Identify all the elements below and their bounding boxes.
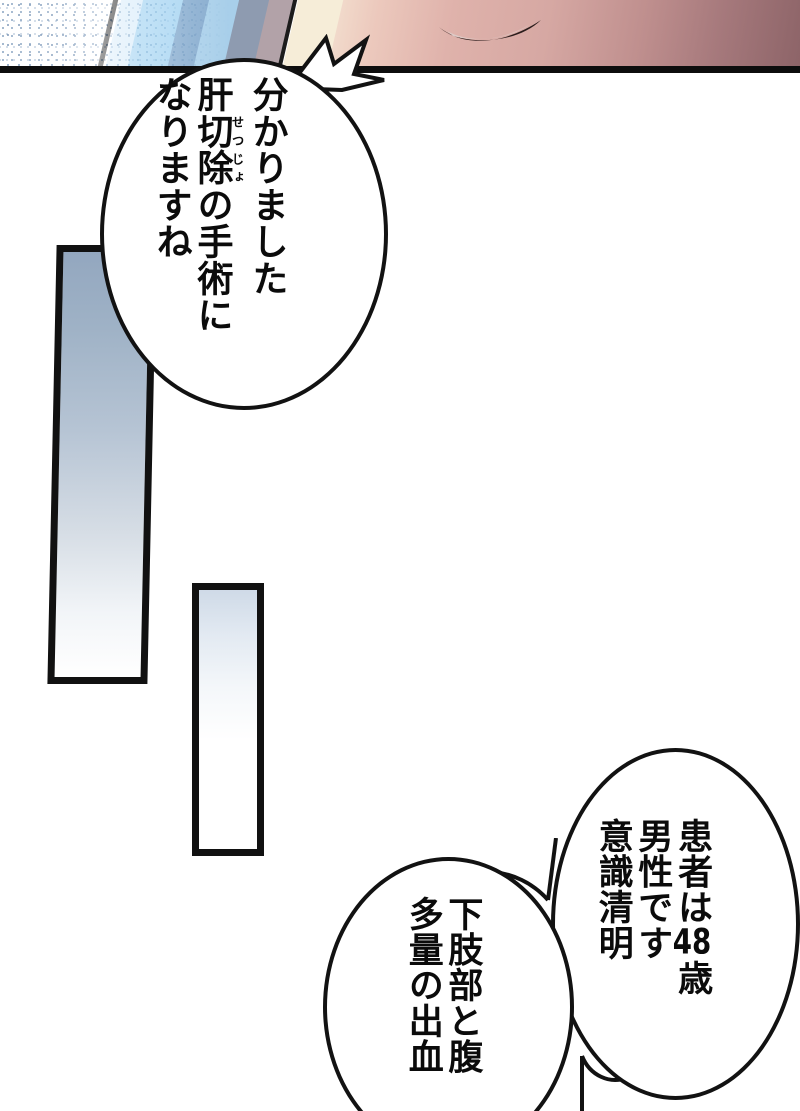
bubble-line: 分かりました [246, 76, 288, 297]
speech-bubble-top[interactable] [100, 58, 388, 410]
ruby-jo: 除じょ [191, 149, 244, 187]
bubble-line-with-ruby: 肝切せつ除じょの手術に [191, 76, 244, 334]
patient-age-number: 48 [672, 925, 712, 961]
panel-divider [0, 66, 800, 73]
speech-bubble-top-text: 分かりました 肝切せつ除じょの手術に なりますね [148, 76, 288, 334]
bubble-line: 意識清明 [592, 818, 633, 961]
speech-bubble-bleeding-info-text: 下肢部と腹 多量の出血 [400, 896, 483, 1075]
bubble-line: 下肢部と腹 [442, 896, 483, 1075]
bubble-line: なりますね [150, 76, 192, 260]
speckle-texture [0, 0, 230, 67]
ruby-setsu: 切せつ [191, 112, 244, 150]
bubble-line: 多量の出血 [402, 896, 443, 1075]
kanji-kan: 肝 [191, 76, 233, 113]
bubble-line: 男性です [632, 818, 673, 961]
bubble-line-patient-age: 患者は48歳 [672, 818, 713, 996]
speech-bubble-bleeding-info[interactable] [323, 857, 574, 1111]
character-face [330, 0, 800, 67]
smiling-mouth-icon [439, 20, 541, 41]
short-grey-slab [192, 583, 264, 856]
upper-panel-strip [0, 0, 800, 67]
speech-bubble-patient-info-text: 患者は48歳 男性です 意識清明 [590, 818, 713, 996]
kanji-rest: の手術に [191, 186, 233, 334]
